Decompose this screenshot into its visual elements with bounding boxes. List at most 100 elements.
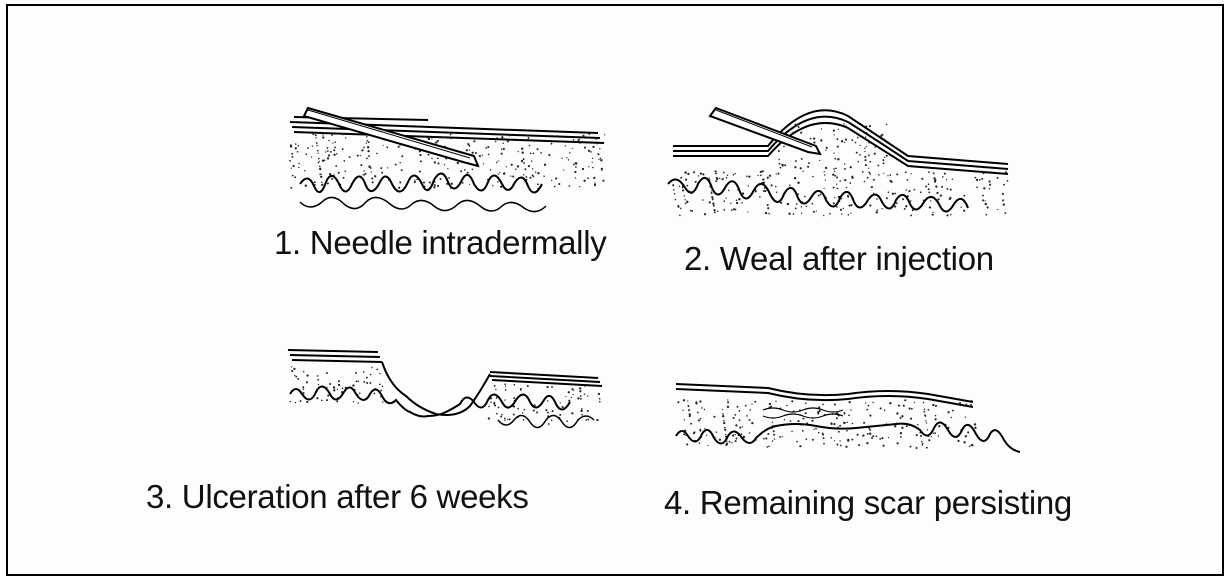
stipple-dot: [868, 428, 870, 430]
stipple-dot: [735, 440, 737, 442]
stipple-dot: [947, 411, 949, 413]
stipple-dot: [773, 430, 775, 432]
stipple-dot: [917, 424, 918, 425]
stipple-dot: [848, 414, 850, 416]
stipple-dot: [722, 409, 723, 410]
stipple-dot: [765, 437, 767, 439]
stipple-dot: [701, 407, 702, 408]
stipple-dot: [811, 420, 813, 422]
stipple-dot: [909, 407, 911, 409]
stipple-dot: [769, 403, 771, 405]
stipple-dot: [868, 405, 870, 407]
stipple-dot: [697, 412, 699, 414]
stipple-dot: [847, 422, 848, 423]
stipple-dot: [845, 446, 847, 448]
stipple-dot: [698, 419, 700, 421]
stipple-dot: [683, 433, 685, 435]
stipple-dot: [834, 403, 836, 405]
stipple-dot: [957, 440, 959, 442]
stipple-dot: [846, 430, 848, 432]
stipple-dot: [857, 434, 859, 436]
stipple-dot: [749, 432, 750, 433]
stipple-dot: [858, 444, 860, 446]
stipple-dot: [739, 410, 741, 412]
stipple-dot: [920, 435, 922, 437]
stipple-dot: [938, 435, 939, 436]
stipple-dot: [926, 447, 928, 449]
stipple-dot: [699, 400, 701, 402]
stipple-dot: [833, 423, 835, 425]
stipple-dot: [839, 440, 840, 441]
stipple-dot: [704, 409, 705, 410]
stipple-dot: [862, 434, 864, 436]
stipple-dot: [823, 437, 825, 439]
stipple-dot: [888, 437, 889, 438]
stipple-dot: [898, 405, 900, 407]
stipple-dot: [736, 438, 738, 440]
stipple-dot: [822, 434, 824, 436]
stipple-dot: [904, 399, 906, 401]
stipple-dot: [924, 414, 926, 416]
stipple-dot: [699, 442, 700, 443]
stipple-dot: [751, 403, 752, 404]
stipple-dot: [726, 442, 728, 444]
stipple-dot: [889, 402, 891, 404]
stipple-dot: [751, 422, 753, 424]
stipple-dot: [774, 438, 776, 440]
stipple-dot: [677, 401, 679, 403]
stipple-dot: [924, 409, 926, 411]
stipple-dot: [732, 434, 734, 436]
stipple-dot: [921, 441, 923, 443]
stipple-dot: [722, 415, 724, 417]
stipple-dot: [869, 433, 871, 435]
stipple-dot: [683, 399, 685, 401]
stipple-dot: [822, 404, 824, 406]
stipple-dot: [739, 427, 741, 429]
stipple-dot: [965, 417, 966, 418]
stipple-dot: [938, 425, 940, 427]
stipple-dot: [754, 401, 756, 403]
stipple-dot: [728, 406, 729, 407]
stipple-dot: [723, 422, 725, 424]
stipple-dot: [928, 409, 930, 411]
stipple-dot: [727, 399, 728, 400]
stipple-dot: [844, 413, 846, 415]
stipple-dot: [684, 419, 685, 420]
stipple-dot: [963, 441, 965, 443]
stipple-dot: [959, 402, 961, 404]
stipple-dot: [817, 413, 819, 415]
stipple-dot: [813, 429, 814, 430]
stipple-dot: [970, 404, 972, 406]
stipple-dot: [836, 417, 838, 419]
stipple-dot: [695, 402, 697, 404]
stipple-dot: [839, 425, 841, 427]
stipple-dot: [727, 401, 729, 403]
stipple-dot: [739, 419, 741, 421]
stipple-dot: [911, 408, 913, 410]
stipple-dot: [716, 431, 717, 432]
stipple-dot: [786, 405, 788, 407]
stipple-dot: [805, 412, 807, 414]
stipple-dot: [951, 417, 952, 418]
stipple-dot: [733, 417, 735, 419]
stipple-dot: [863, 422, 865, 424]
stipple-dot: [745, 405, 747, 407]
stipple-dot: [900, 436, 902, 438]
stipple-dot: [737, 406, 739, 408]
stipple-dot: [766, 446, 768, 448]
stipple-dot: [849, 401, 851, 403]
stipple-dot: [935, 405, 937, 407]
stipple-dot: [707, 445, 708, 446]
stipple-dot: [872, 435, 874, 437]
stipple-dot: [735, 434, 736, 435]
stipple-dot: [731, 442, 732, 443]
stipple-dot: [805, 438, 807, 440]
stipple-dot: [852, 423, 854, 425]
stipple-dot: [687, 400, 688, 401]
stipple-dot: [750, 409, 752, 411]
stipple-dot: [867, 433, 869, 435]
stipple-dot: [689, 413, 691, 415]
stipple-dot: [687, 405, 689, 407]
stipple-dot: [724, 427, 725, 428]
stipple-dot: [903, 405, 905, 407]
